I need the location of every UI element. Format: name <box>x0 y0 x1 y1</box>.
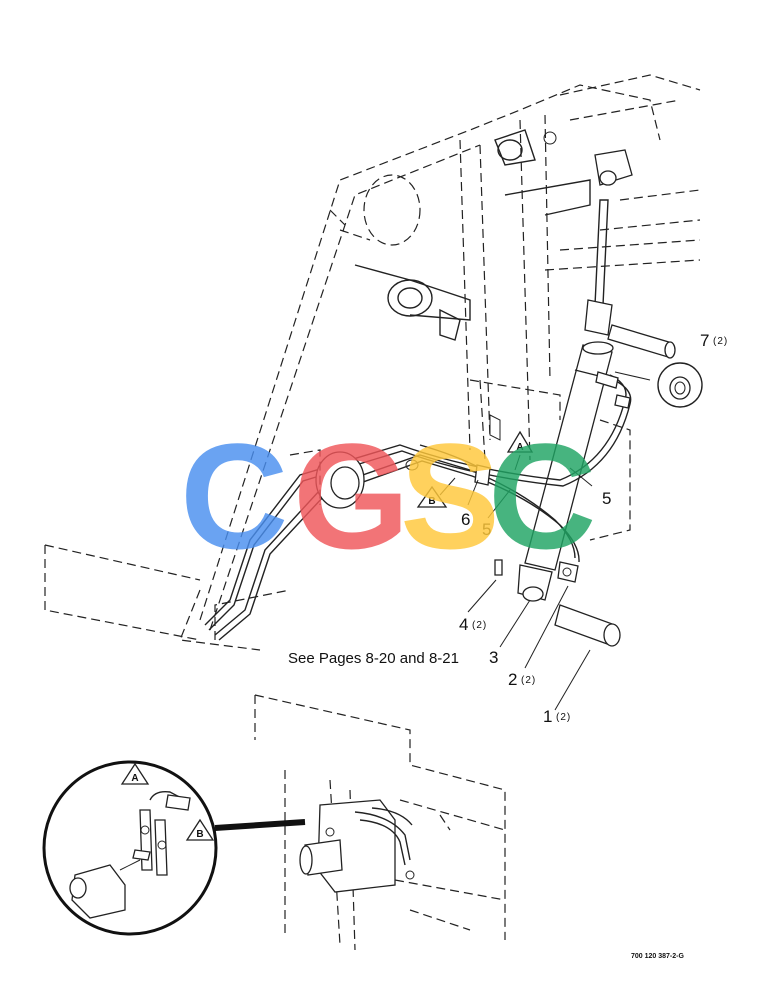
marker-b-main-label: B <box>428 496 435 507</box>
callout-7: 7 (2) <box>700 331 728 350</box>
callout-6: 6 <box>461 510 470 529</box>
callout-1-qty: (2) <box>556 712 571 723</box>
marker-a-main-label: A <box>516 442 523 453</box>
marker-a-detail: A <box>120 762 150 785</box>
marker-b-detail: B <box>185 818 215 841</box>
marker-a-detail-label: A <box>131 773 138 784</box>
callout-4-qty: (2) <box>472 620 487 631</box>
callout-2-number: 2 <box>508 670 517 689</box>
callout-1-number: 1 <box>543 707 552 726</box>
reference-note: See Pages 8-20 and 8-21 <box>288 650 459 667</box>
callout-4: 4 (2) <box>459 615 487 634</box>
pin-part <box>554 604 621 647</box>
marker-b-main: B <box>416 485 448 508</box>
watermark: C G S C <box>180 412 596 580</box>
callout-5-right: 5 <box>602 489 611 508</box>
callout-5-left: 5 <box>482 520 491 539</box>
hydraulic-hoses <box>204 371 632 641</box>
callout-4-number: 4 <box>459 615 468 634</box>
leader-lines <box>439 454 593 711</box>
marker-a-main: A <box>506 430 534 453</box>
bulkhead-fitting <box>289 449 491 509</box>
frame-details <box>354 129 591 441</box>
grease-fitting-part <box>494 559 503 576</box>
callout-2: 2 (2) <box>508 670 536 689</box>
callout-7-number: 7 <box>700 331 709 350</box>
callout-7-qty: (2) <box>713 336 728 347</box>
callout-3: 3 <box>489 648 498 667</box>
washer-part <box>614 362 703 408</box>
watermark-letter-2: G <box>293 412 410 580</box>
callout-2-qty: (2) <box>521 675 536 686</box>
callout-6-number: 6 <box>461 510 470 529</box>
lower-frame-view <box>254 694 506 951</box>
callout-5-left-number: 5 <box>482 520 491 539</box>
watermark-letter-4: C <box>488 412 596 580</box>
detail-link <box>214 819 306 831</box>
fitting-part <box>557 561 579 583</box>
frame-outline <box>44 74 701 651</box>
marker-b-detail-label: B <box>196 829 203 840</box>
callout-1: 1 (2) <box>543 707 571 726</box>
callout-3-number: 3 <box>489 648 498 667</box>
valve-assembly <box>299 799 415 893</box>
document-number: 700 120 387-2-G <box>631 953 684 960</box>
detail-view <box>42 760 218 936</box>
callout-5-right-number: 5 <box>602 489 611 508</box>
watermark-letter-3: S <box>400 412 500 580</box>
watermark-letter-1: C <box>180 412 288 580</box>
